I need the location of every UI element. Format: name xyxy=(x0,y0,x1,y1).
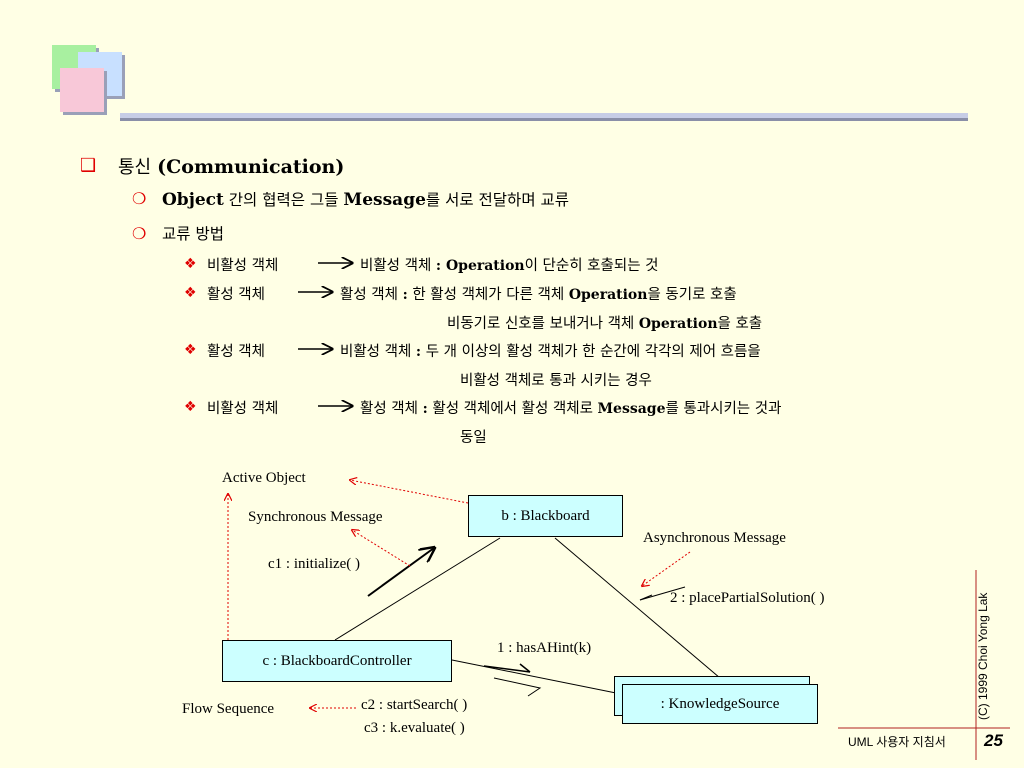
message-2: 2 : placePartialSolution( ) xyxy=(670,590,825,606)
object-knowledge-source: : KnowledgeSource xyxy=(622,684,818,724)
label-active-object: Active Object xyxy=(222,470,306,486)
message-c2: c2 : startSearch( ) xyxy=(361,697,468,713)
sub-bullet-object: Object 간의 협력은 그들 Message를 서로 전달하며 교류 xyxy=(162,190,570,210)
item-right: 비활성 객체 : 두 개 이상의 활성 객체가 한 순간에 각각의 제어 흐름을 xyxy=(340,344,761,360)
item-left: 비활성 객체 xyxy=(207,401,279,417)
item-left: 활성 객체 xyxy=(207,344,265,360)
message-1: 1 : hasAHint(k) xyxy=(497,640,592,656)
footer-title: UML 사용자 지침서 xyxy=(848,735,946,749)
item-left: 비활성 객체 xyxy=(207,258,279,274)
item-right: 활성 객체 : 한 활성 객체가 다른 객체 Operation을 동기로 호출 xyxy=(340,287,737,303)
item-continuation: 비활성 객체로 통과 시키는 경우 xyxy=(460,373,652,389)
label-flow-sequence: Flow Sequence xyxy=(182,701,275,717)
message-c1: c1 : initialize( ) xyxy=(268,556,361,572)
label-sync-message: Synchronous Message xyxy=(248,509,383,525)
circle-bullet-icon: ❍ xyxy=(132,224,147,243)
diamond-bullet-icon: ❖ xyxy=(184,399,197,415)
item-right: 비활성 객체 : Operation이 단순히 호출되는 것 xyxy=(360,258,659,274)
item-left: 활성 객체 xyxy=(207,287,265,303)
diamond-bullet-icon: ❖ xyxy=(184,256,197,272)
copyright: (C) 1999 Choi Yong Lak xyxy=(976,592,990,720)
object-blackboard: b : Blackboard xyxy=(468,495,623,537)
item-right: 활성 객체 : 활성 객체에서 활성 객체로 Message를 통과시키는 것과 xyxy=(360,401,782,417)
page-number: 25 xyxy=(984,731,1003,750)
square-bullet-icon: ❑ xyxy=(80,155,97,176)
label-async-message: Asynchronous Message xyxy=(643,530,786,546)
object-blackboard-controller: c : BlackboardController xyxy=(222,640,452,682)
diamond-bullet-icon: ❖ xyxy=(184,342,197,358)
item-continuation: 비동기로 신호를 보내거나 객체 Operation을 호출 xyxy=(447,316,763,332)
item-continuation: 동일 xyxy=(460,430,487,446)
message-c3: c3 : k.evaluate( ) xyxy=(364,720,465,736)
section-heading: 통신 (Communication) xyxy=(118,156,345,178)
diamond-bullet-icon: ❖ xyxy=(184,285,197,301)
circle-bullet-icon: ❍ xyxy=(132,189,147,208)
header-rule xyxy=(120,113,968,121)
sub-bullet-methods: 교류 방법 xyxy=(162,225,224,243)
